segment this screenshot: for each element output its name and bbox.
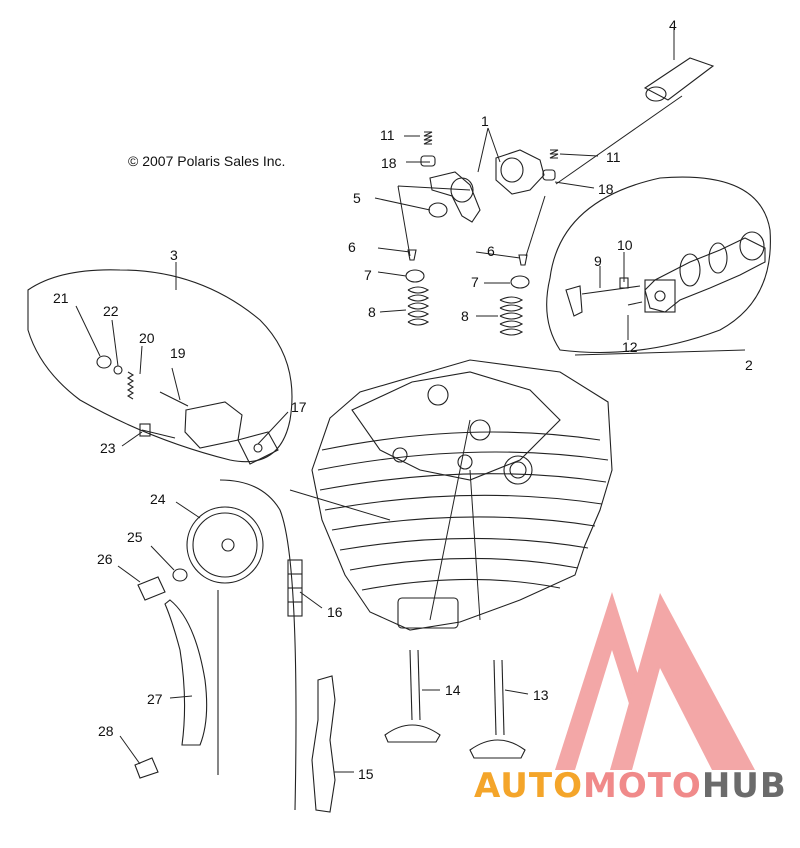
callout-1: 1	[481, 113, 489, 129]
callout-10: 10	[617, 237, 633, 253]
callout-6-left: 6	[348, 239, 356, 255]
automotohub-watermark: AUTOMOTOHUB	[474, 766, 787, 806]
callout-11-left: 11	[380, 127, 395, 143]
callout-28: 28	[98, 723, 114, 739]
valves	[384, 649, 526, 759]
callout-24: 24	[150, 491, 166, 507]
callout-8-right: 8	[461, 308, 469, 324]
callout-15: 15	[358, 766, 374, 782]
callout-25: 25	[127, 529, 143, 545]
callout-20: 20	[139, 330, 155, 346]
callout-6-right: 6	[487, 243, 495, 259]
callout-21: 21	[53, 290, 69, 306]
copyright-notice: © 2007 Polaris Sales Inc.	[128, 153, 285, 169]
rocker-arms	[420, 57, 715, 223]
cam-sprocket-and-chain	[186, 479, 303, 811]
watermark-auto: AUTO	[474, 766, 583, 806]
fasteners-and-guides	[134, 568, 336, 813]
callout-11-right: 11	[606, 149, 621, 165]
callout-3: 3	[170, 247, 178, 263]
callout-2: 2	[745, 357, 753, 373]
svg-text:AUTOMOTOHUB: AUTOMOTOHUB	[474, 766, 787, 806]
automotohub-logo-mark	[555, 592, 755, 770]
callout-22: 22	[103, 303, 119, 319]
callout-18-right: 18	[598, 181, 614, 197]
callout-19: 19	[170, 345, 186, 361]
watermark-moto: MOTO	[583, 766, 702, 806]
cylinder-head	[311, 359, 613, 631]
callout-13: 13	[533, 687, 549, 703]
callout-14: 14	[445, 682, 461, 698]
callout-26: 26	[97, 551, 113, 567]
callout-7-left: 7	[364, 267, 372, 283]
callout-16: 16	[327, 604, 343, 620]
watermark-hub: HUB	[702, 766, 787, 806]
callout-27: 27	[147, 691, 163, 707]
callout-5: 5	[353, 190, 361, 206]
callout-labels: 1 2 3 4 5 6 6 7 7 8 8 9 10 11 11 12 13 1…	[53, 17, 753, 782]
valve-springs	[405, 249, 530, 336]
callout-17: 17	[291, 399, 307, 415]
callout-23: 23	[100, 440, 116, 456]
callout-4: 4	[669, 17, 677, 33]
callout-12: 12	[622, 339, 638, 355]
leader-lines	[75, 28, 746, 773]
callout-9: 9	[594, 253, 602, 269]
camshaft-assembly	[546, 176, 771, 354]
callout-8-left: 8	[368, 304, 376, 320]
callout-18-left: 18	[381, 155, 397, 171]
callout-7-right: 7	[471, 274, 479, 290]
